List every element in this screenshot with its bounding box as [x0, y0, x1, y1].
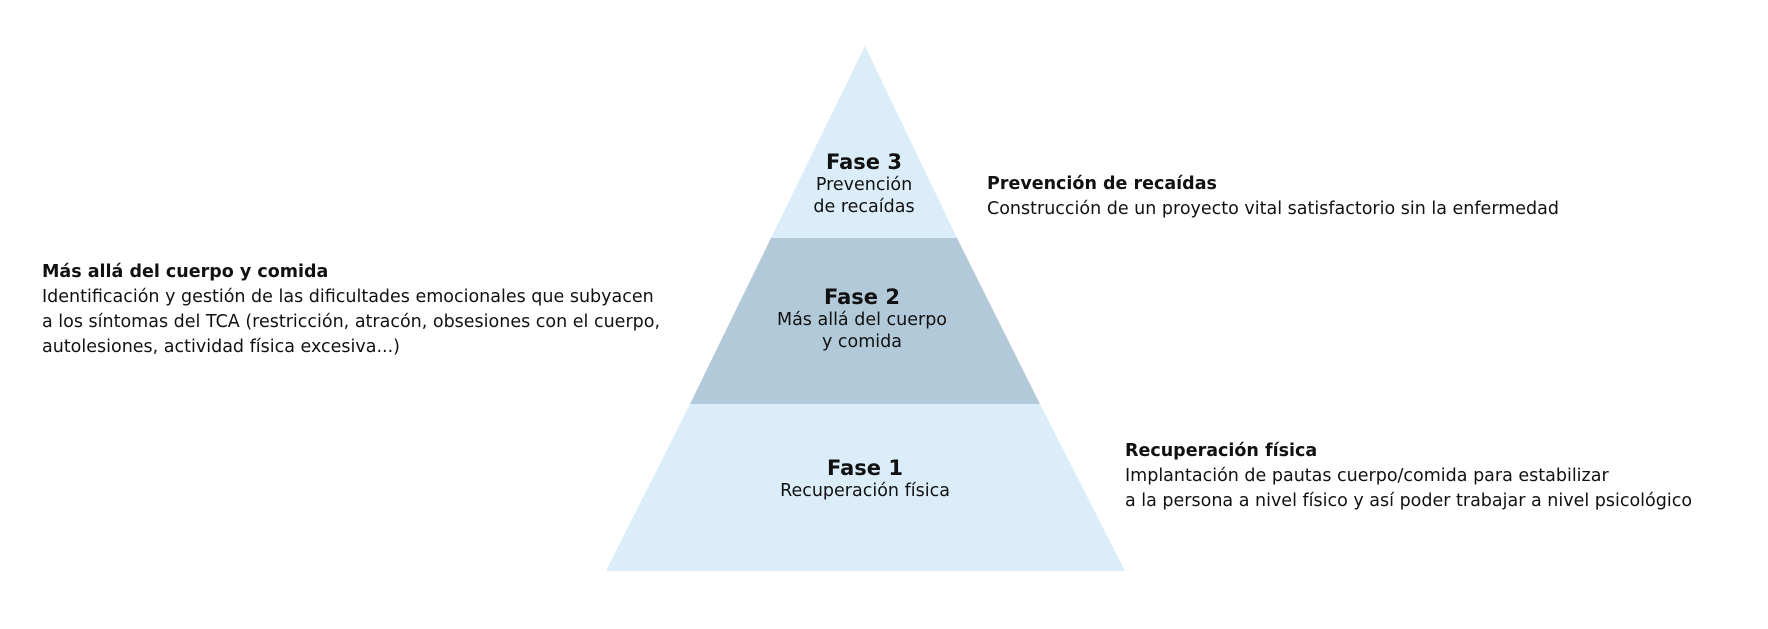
phase-2-label: Fase 2 Más allá del cuerpo y comida	[777, 285, 947, 354]
phase-2-title: Fase 2	[824, 285, 900, 309]
phase-2-note-line-1: Identificación y gestión de las dificult…	[42, 287, 654, 307]
phase-1-note-line-1: Implantación de pautas cuerpo/comida par…	[1125, 466, 1609, 486]
pyramid-tier-phase-1	[606, 404, 1125, 571]
phase-2-note: Más allá del cuerpo y comida Identificac…	[42, 260, 660, 360]
phase-3-label: Fase 3 Prevención de recaídas	[813, 150, 914, 219]
phase-2-note-line-3: autolesiones, actividad física excesiva.…	[42, 337, 400, 357]
phase-2-subtitle-line-2: y comida	[822, 332, 902, 353]
phase-3-title: Fase 3	[826, 150, 902, 174]
phase-1-label: Fase 1 Recuperación física	[780, 456, 950, 502]
phase-3-subtitle-line-2: de recaídas	[813, 197, 915, 218]
phase-3-note-heading: Prevención de recaídas	[987, 174, 1217, 194]
pyramid-tier-phase-2	[690, 238, 1040, 404]
phase-2-note-heading: Más allá del cuerpo y comida	[42, 262, 329, 282]
phase-1-note-heading: Recuperación física	[1125, 441, 1318, 461]
phase-1-subtitle-line-1: Recuperación física	[780, 481, 950, 502]
phase-1-note-line-2: a la persona a nivel físico y así poder …	[1125, 491, 1693, 511]
phase-1-title: Fase 1	[827, 456, 903, 480]
pyramid-tier-phase-3	[771, 46, 957, 238]
phase-2-note-line-2: a los síntomas del TCA (restricción, atr…	[42, 312, 661, 332]
phase-3-note-line-1: Construcción de un proyecto vital satisf…	[987, 199, 1559, 219]
phase-1-note: Recuperación física Implantación de paut…	[1125, 439, 1692, 514]
phase-2-subtitle-line-1: Más allá del cuerpo	[776, 310, 948, 331]
phase-3-subtitle-line-1: Prevención	[815, 175, 913, 196]
phase-3-note: Prevención de recaídas Construcción de u…	[987, 172, 1559, 222]
